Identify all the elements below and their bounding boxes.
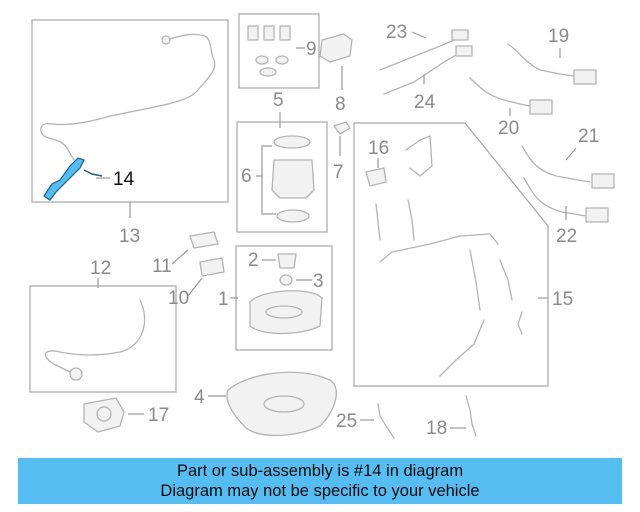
bolt-9a [247, 25, 259, 41]
pump-module [271, 159, 315, 199]
hose-15g [517, 311, 523, 335]
label-8: 8 [335, 94, 346, 115]
group-box-12 [29, 285, 177, 393]
label-11: 11 [152, 256, 172, 277]
leader-23 [411, 31, 427, 39]
part-18 [465, 395, 477, 437]
leader-11 [171, 249, 189, 265]
hose-15a [379, 233, 499, 263]
label-19: 19 [548, 26, 569, 47]
sensor-19-plug [573, 69, 597, 85]
label-5: 5 [273, 90, 284, 111]
sensor-19 [507, 43, 575, 77]
bracket-15 [405, 135, 433, 177]
harness-13 [40, 33, 216, 161]
bolt-9b [263, 25, 275, 41]
label-23: 23 [386, 22, 407, 43]
part-10 [199, 257, 225, 277]
connector-13 [161, 35, 171, 45]
part-1-opening [265, 305, 303, 319]
sensor-12 [44, 299, 146, 373]
label-1: 1 [218, 289, 229, 310]
part-17-port [96, 406, 112, 422]
label-15: 15 [552, 289, 573, 310]
bolt-9c [279, 25, 291, 41]
label-24: 24 [414, 92, 436, 113]
washer-9a [255, 55, 269, 65]
sensor-23 [379, 39, 455, 71]
group-box-9 [238, 13, 320, 89]
part-2 [277, 253, 297, 269]
label-6: 6 [241, 166, 252, 187]
label-18: 18 [426, 418, 447, 439]
label-9: 9 [306, 39, 317, 60]
label-21: 21 [578, 126, 599, 147]
label-14: 14 [113, 169, 135, 190]
group-box-15 [353, 122, 549, 387]
info-banner: Part or sub-assembly is #14 in diagram D… [18, 458, 622, 504]
washer-9c [259, 67, 277, 77]
valve-8 [319, 33, 353, 63]
label-22: 22 [556, 226, 577, 247]
leader-10 [187, 277, 203, 297]
sensor-20 [469, 77, 531, 107]
label-16: 16 [368, 138, 389, 159]
label-12: 12 [90, 258, 111, 279]
part-16 [365, 167, 387, 187]
banner-line-2: Diagram may not be specific to your vehi… [160, 482, 480, 500]
label-2: 2 [248, 250, 259, 271]
sensor-12-head [69, 367, 83, 381]
sensor-22-plug [585, 207, 609, 223]
part-3 [279, 274, 293, 286]
hose-15f [439, 319, 485, 377]
part-11 [189, 231, 219, 249]
label-10: 10 [168, 288, 189, 309]
seal-6 [276, 209, 310, 223]
hose-15b [407, 199, 415, 241]
leader-6 [256, 145, 276, 215]
label-3: 3 [313, 271, 324, 292]
sensor-24 [383, 53, 459, 95]
sensor-21 [521, 145, 591, 183]
part-7 [333, 121, 351, 135]
hose-15e [499, 259, 513, 301]
sensor-20-plug [529, 99, 553, 115]
label-13: 13 [119, 226, 140, 247]
washer-9b [275, 55, 289, 65]
sensor-23-plug [451, 29, 469, 41]
highlighted-part-14 [43, 157, 85, 201]
label-25: 25 [336, 411, 357, 432]
banner-line-1: Part or sub-assembly is #14 in diagram [176, 462, 464, 480]
label-20: 20 [498, 118, 519, 139]
label-17: 17 [148, 405, 169, 426]
sensor-21-plug [591, 173, 615, 189]
hose-15d [469, 249, 481, 311]
highlighted-part-14-tail [83, 169, 103, 177]
sensor-24-plug [455, 45, 473, 57]
leader-21 [565, 147, 577, 161]
part-4-center [263, 395, 305, 413]
sensor-22 [523, 177, 587, 217]
part-25 [377, 403, 395, 439]
group-box-6 [236, 121, 328, 233]
hose-15c [375, 203, 381, 241]
label-7: 7 [333, 162, 344, 183]
parts-diagram: 14 13 9 8 5 6 7 2 3 1 11 10 12 4 [29, 13, 615, 439]
ring-5 [273, 135, 311, 149]
label-4: 4 [194, 387, 205, 408]
